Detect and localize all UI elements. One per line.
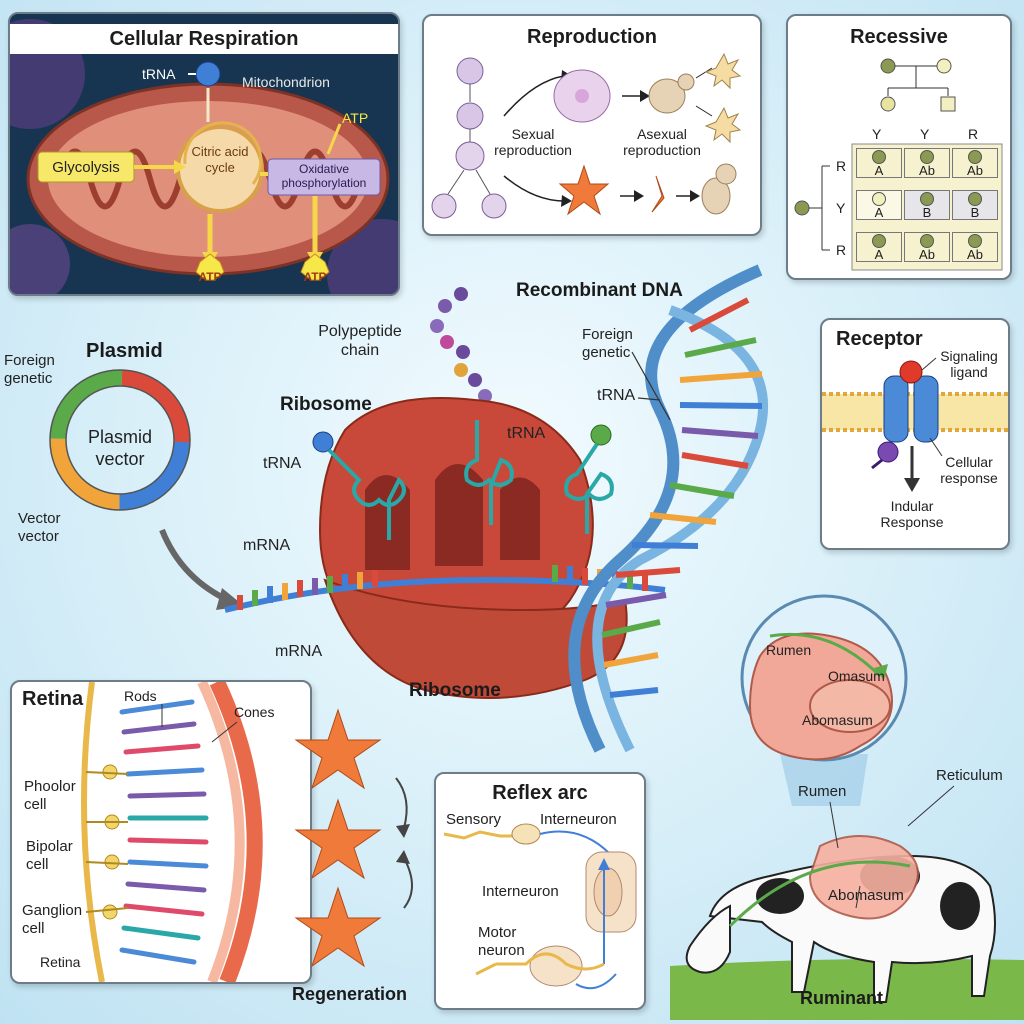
punnett-cell: B bbox=[904, 190, 950, 220]
retina-bottom-label: Retina bbox=[40, 954, 81, 970]
receptor-panel: Receptor Signaling ligand Cellular respo… bbox=[820, 318, 1010, 550]
punnett-cell: Ab bbox=[904, 148, 950, 178]
regeneration-section: Regeneration bbox=[292, 708, 432, 1008]
ribosome-section: Polypeptide chain Ribosome tRNA tRNA tRN… bbox=[224, 280, 666, 710]
reflex-arc-panel: Reflex arc Sensory Interneuron Interneur… bbox=[434, 772, 646, 1010]
mitochondrion-label: Mitochondrion bbox=[242, 74, 330, 90]
recessive-title: Recessive bbox=[850, 26, 948, 48]
plasmid-vector-label: Plasmid vector bbox=[87, 427, 153, 469]
col-label-1: Y bbox=[872, 126, 882, 142]
omasum-label: Omasum bbox=[828, 668, 885, 684]
cellular-respiration-panel: Cellular Respiration tRNA Mitochondrion … bbox=[8, 12, 400, 296]
foreign-genetic-label: Foreign genetic bbox=[4, 352, 55, 387]
plasmid-ring bbox=[49, 369, 244, 610]
retina-title: Retina bbox=[22, 688, 84, 710]
rumen-inset-label: Rumen bbox=[766, 642, 812, 658]
rumen-label: Rumen bbox=[798, 783, 847, 800]
rods-label: Rods bbox=[124, 688, 157, 704]
row-label-3: R bbox=[836, 242, 847, 258]
signaling-ligand-label: Signaling ligand bbox=[940, 348, 998, 380]
ganglion-cell-label: Ganglion cell bbox=[22, 902, 83, 937]
atp-top-label: ATP bbox=[342, 110, 369, 126]
cellular-respiration-title: Cellular Respiration bbox=[10, 24, 398, 54]
reproduction-illustration bbox=[431, 52, 742, 219]
plasmid-title: Plasmid bbox=[86, 340, 163, 362]
mitochondrion-illustration bbox=[10, 14, 398, 294]
glycolysis-label: Glycolysis bbox=[52, 159, 120, 176]
ruminant-title: Ruminant bbox=[800, 988, 883, 1008]
sensory-label: Sensory bbox=[446, 811, 502, 828]
receptor-title: Receptor bbox=[836, 328, 923, 350]
punnett-cell: A bbox=[856, 232, 902, 262]
ribosome-illustration bbox=[224, 287, 666, 699]
regeneration-starfish bbox=[294, 708, 413, 968]
reproduction-title: Reproduction bbox=[527, 26, 657, 48]
citric-acid-cycle-label: Citric acid cycle bbox=[191, 144, 249, 175]
foreign-genetic-dna-label: Foreign genetic bbox=[582, 326, 633, 361]
indular-response-label: Indular Response bbox=[880, 498, 944, 530]
atp-label-2: ATP bbox=[303, 270, 327, 284]
trna-label: tRNA bbox=[142, 66, 176, 82]
punnett-cell: A bbox=[856, 190, 902, 220]
trna-right-label: tRNA bbox=[597, 387, 636, 404]
col-label-2: Y bbox=[920, 126, 930, 142]
recombinant-dna-title: Recombinant DNA bbox=[516, 280, 683, 301]
punnett-cell: B bbox=[952, 190, 998, 220]
sexual-reproduction-label: Sexual reproduction bbox=[494, 126, 572, 158]
punnett-cell: Ab bbox=[952, 148, 998, 178]
phoolor-cell-label: Phoolor cell bbox=[24, 778, 76, 813]
dna-helix bbox=[568, 264, 769, 753]
vector-label: Vector vector bbox=[18, 510, 61, 545]
ribosome-title: Ribosome bbox=[280, 394, 372, 415]
reproduction-panel: Reproduction Sexual reproduction As bbox=[422, 14, 762, 236]
ruminant-illustration bbox=[670, 594, 1024, 1020]
receptor-illustration bbox=[822, 357, 1008, 492]
oxidative-phosphorylation-label: Oxidative phosphorylation bbox=[281, 162, 367, 190]
punnett-cell: Ab bbox=[904, 232, 950, 262]
mrna-top-label: mRNA bbox=[243, 537, 291, 554]
row-label-2: Y bbox=[836, 200, 846, 216]
col-label-3: R bbox=[968, 126, 979, 142]
punnett-cell: A bbox=[856, 148, 902, 178]
row-label-1: R bbox=[836, 158, 847, 174]
motor-neuron-label: Motor neuron bbox=[478, 924, 525, 959]
retina-panel: Retina Rods Cones Phoolor cell Bipolar c… bbox=[10, 680, 312, 984]
ribosome-bottom-title: Ribosome bbox=[409, 680, 501, 701]
reflex-arc-title: Reflex arc bbox=[492, 782, 588, 804]
recessive-panel: Recessive Y Y R R Y R A Ab Ab A B B A Ab… bbox=[786, 14, 1012, 280]
punnett-cell: Ab bbox=[952, 232, 998, 262]
interneuron-mid-label: Interneuron bbox=[482, 883, 559, 900]
trna-mid-label: tRNA bbox=[507, 425, 546, 442]
abomasum-label: Abomasum bbox=[828, 887, 904, 904]
cellular-response-label: Cellular response bbox=[940, 454, 998, 486]
reflex-arc-illustration bbox=[443, 823, 637, 990]
trna-left-label: tRNA bbox=[263, 455, 302, 472]
asexual-reproduction-label: Asexual reproduction bbox=[623, 126, 701, 158]
cones-label: Cones bbox=[234, 704, 275, 720]
mrna-bottom-label: mRNA bbox=[275, 643, 323, 660]
polypeptide-chain-label: Polypeptide chain bbox=[318, 323, 402, 359]
abomasum-inset-label: Abomasum bbox=[802, 712, 873, 728]
recombinant-dna-section: Recombinant DNA Foreign genetic bbox=[516, 264, 820, 753]
plasmid-section: Plasmid Foreign genetic Plasmid vector V… bbox=[0, 330, 260, 610]
retina-illustration bbox=[81, 682, 263, 982]
reticulum-label: Reticulum bbox=[936, 767, 1003, 784]
bipolar-cell-label: Bipolar cell bbox=[26, 838, 73, 873]
regeneration-title: Regeneration bbox=[292, 984, 408, 1004]
interneuron-top-label: Interneuron bbox=[540, 811, 617, 828]
ruminant-section: Rumen Omasum Abomasum Rumen Reticulum Ab… bbox=[670, 586, 1024, 1022]
atp-label-1: ATP bbox=[198, 270, 222, 284]
